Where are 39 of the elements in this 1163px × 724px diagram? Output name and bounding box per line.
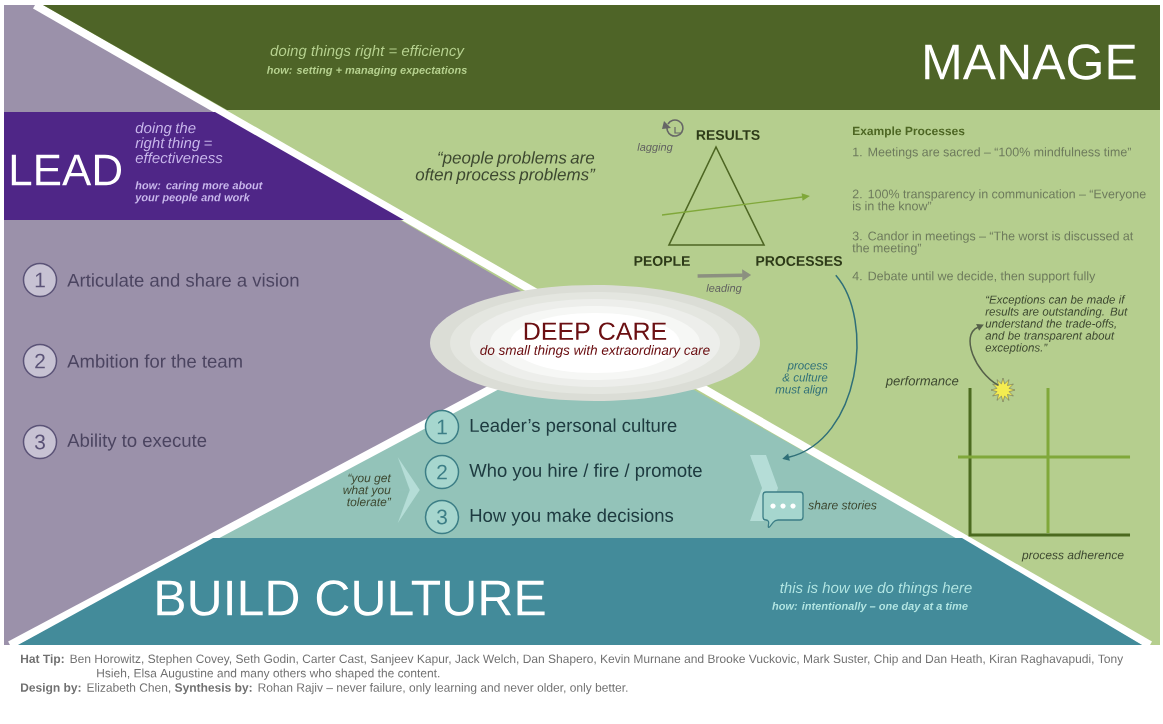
list-item: 3. Candor in meetings – “The worst is discussed at the meeting” [852,231,1134,255]
edge-label: process & culture must align [775,363,828,396]
heading: MANAGE [925,44,1136,80]
arrow [969,323,999,386]
list-item: Who you hire / fire / promote [469,463,702,481]
list-item: 1. Meetings are sacred – “100% mindfulness time” [853,147,1131,159]
list-item: Leader’s personal culture [470,418,677,436]
credit-line: Design by: Elizabeth Chen, Synthesis by: Rohan Rajiv – never failure, only learning and never older, only better. [21,683,628,695]
subtitle: this is how we do things here [780,582,972,596]
vertex-label: PEOPLE [634,256,690,266]
arrow [395,457,420,523]
vertex-label: PROCESSES [756,256,843,266]
quote: “Exceptions can be made if results are outstanding. But understand the trade-offs, and be transparent about exceptions.” [985,295,1128,354]
annotation: share stories [808,500,877,510]
star-icon [990,377,1016,403]
list-item: Ability to execute [67,433,207,451]
note: how: caring more about your people and work [134,181,263,204]
note: how: intentionally – one day at a time [772,601,968,613]
quote: “people problems are often process problems” [415,151,596,184]
subtitle: doing things right = efficiency [270,45,465,59]
heading: Example Processes [853,126,965,138]
list-item: 2. 100% transparency in communication – “Everyone is in the know” [852,189,1146,211]
list-item: 4. Debate until we decide, then support fully [852,271,1096,283]
list-item: How you make decisions [470,508,674,526]
note: how: setting + managing expectations [266,65,467,77]
subtitle: doing the right thing = effectiveness [135,122,223,164]
vertex-label: RESULTS [696,130,760,140]
annotation: lagging [637,142,673,154]
list-item: Ambition for the team [67,354,242,368]
heading: BUILD CULTURE [157,580,545,616]
edge-label: leading [706,283,742,295]
heading: LEAD [11,154,121,186]
axis-label: performance [885,375,959,389]
list-item: Articulate and share a vision [67,273,299,287]
quote: “you get what you tolerate” [343,473,392,507]
band [4,112,404,220]
axis-label: process adherence [1021,550,1124,562]
band [18,538,1142,645]
band [43,5,1160,110]
